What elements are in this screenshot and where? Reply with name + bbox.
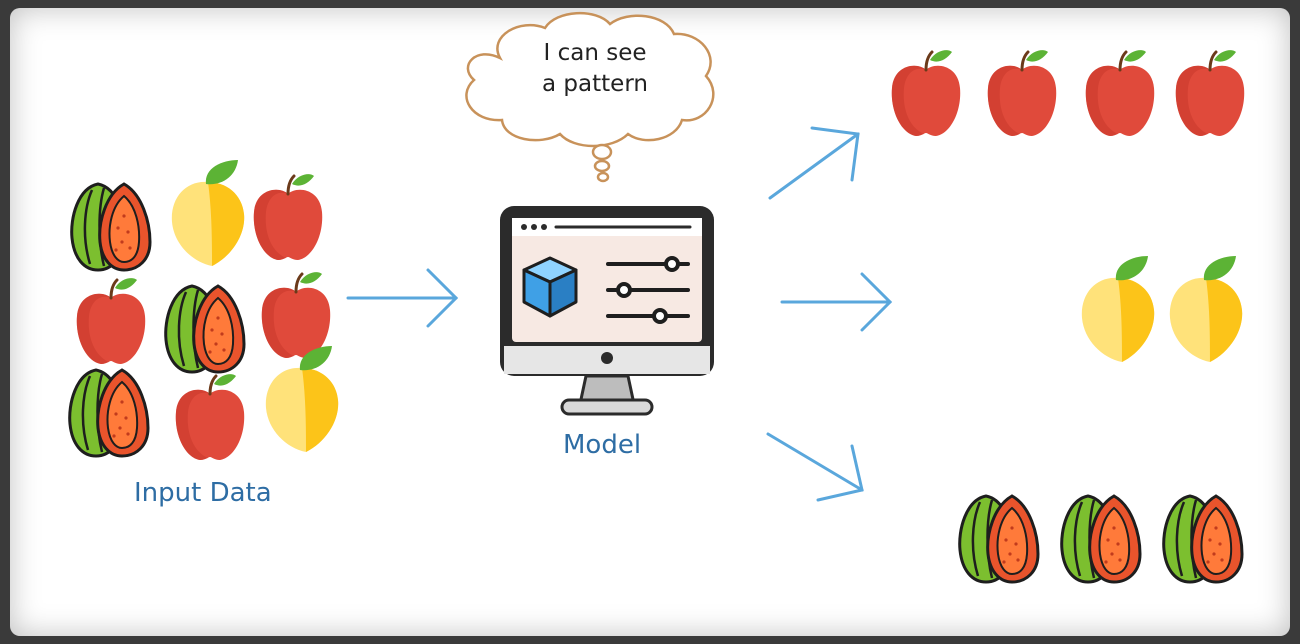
apple-icon	[890, 48, 962, 138]
thought-line-1: I can see	[543, 40, 647, 66]
guava-icon	[1060, 494, 1142, 584]
slider-controls-icon	[606, 256, 690, 324]
thought-line-2: a pattern	[542, 71, 648, 97]
apple-icon	[174, 372, 246, 462]
guava-icon	[164, 284, 246, 374]
input-data-group	[68, 160, 339, 462]
arrow-icon	[766, 432, 864, 502]
apple-icon	[75, 276, 147, 366]
guava-icon	[1162, 494, 1244, 584]
arrow-icon	[346, 268, 459, 328]
apple-icon	[1084, 48, 1156, 138]
apple-icon	[260, 270, 332, 360]
output-apples-group	[890, 48, 1246, 138]
input-data-label: Input Data	[134, 478, 272, 508]
arrow-icon	[768, 126, 860, 200]
guava-icon	[958, 494, 1040, 584]
mango-icon	[1081, 256, 1155, 362]
mango-icon	[265, 346, 339, 452]
thought-bubble-icon	[465, 12, 715, 183]
guava-icon	[68, 368, 150, 458]
arrow-icon	[780, 272, 893, 332]
mango-icon	[171, 160, 245, 266]
thought-text: I can see a pattern	[490, 38, 700, 100]
output-mangos-group	[1081, 256, 1243, 362]
cube-icon	[522, 256, 578, 318]
output-guavas-group	[958, 494, 1244, 584]
apple-icon	[1174, 48, 1246, 138]
guava-icon	[70, 182, 152, 272]
mango-icon	[1169, 256, 1243, 362]
apple-icon	[252, 172, 324, 262]
apple-icon	[986, 48, 1058, 138]
model-label: Model	[563, 430, 642, 460]
computer-monitor-icon	[500, 206, 714, 416]
